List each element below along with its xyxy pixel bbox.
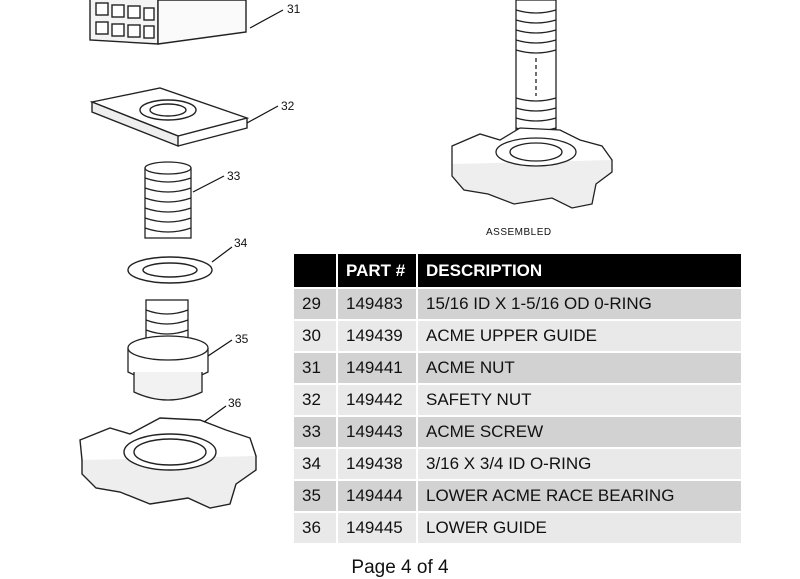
- leader-33: [192, 175, 225, 193]
- part-description: LOWER ACME RACE BEARING: [417, 479, 741, 512]
- table-row: 33 149443 ACME SCREW: [294, 415, 741, 448]
- part-number: 149438: [337, 447, 418, 480]
- part-description: ACME UPPER GUIDE: [417, 319, 741, 352]
- table-row: 36 149445 LOWER GUIDE: [294, 511, 741, 543]
- item-number: 35: [294, 479, 338, 512]
- part-number: 149441: [337, 351, 418, 384]
- table-row: 31 149441 ACME NUT: [294, 351, 741, 384]
- item-number: 33: [294, 415, 338, 448]
- callout-36: 36: [228, 396, 242, 410]
- callout-32: 32: [281, 99, 295, 113]
- part-description: ACME NUT: [417, 351, 741, 384]
- lower-guide-drawing: [79, 417, 257, 509]
- callout-34: 34: [234, 236, 248, 250]
- safety-nut-drawing: [89, 87, 250, 148]
- header-description: DESCRIPTION: [417, 254, 741, 288]
- callout-33: 33: [227, 169, 241, 183]
- assembled-caption: ASSEMBLED: [486, 227, 552, 238]
- item-number: 31: [294, 351, 338, 384]
- item-number: 32: [294, 383, 338, 416]
- race-bearing-drawing: [127, 299, 209, 401]
- header-item: [294, 254, 338, 288]
- page-number: Page 4 of 4: [351, 557, 449, 578]
- table-row: 29 149483 15/16 ID X 1-5/16 OD 0-RING: [294, 287, 741, 320]
- part-number: 149442: [337, 383, 418, 416]
- part-number: 149483: [337, 287, 418, 320]
- part-number: 149443: [337, 415, 418, 448]
- leader-36: [203, 405, 227, 423]
- parts-table-header: PART # DESCRIPTION: [294, 254, 741, 288]
- header-part-number: PART #: [337, 254, 418, 288]
- leader-31: [249, 9, 284, 29]
- part-description: SAFETY NUT: [417, 383, 741, 416]
- part-description: 3/16 X 3/4 ID O-RING: [417, 447, 741, 480]
- acme-screw-drawing: [144, 161, 192, 239]
- part-number: 149445: [337, 511, 418, 543]
- leader-35: [207, 339, 233, 357]
- item-number: 30: [294, 319, 338, 352]
- assembled-drawing: [451, 0, 613, 209]
- part-number: 149439: [337, 319, 418, 352]
- part-number: 149444: [337, 479, 418, 512]
- table-row: 32 149442 SAFETY NUT: [294, 383, 741, 416]
- parts-table: PART # DESCRIPTION 29 149483 15/16 ID X …: [294, 254, 741, 543]
- callout-31: 31: [287, 2, 301, 16]
- callout-35: 35: [235, 332, 249, 346]
- leader-32: [246, 105, 279, 124]
- item-number: 34: [294, 447, 338, 480]
- o-ring-drawing: [127, 256, 213, 284]
- part-description: LOWER GUIDE: [417, 511, 741, 543]
- part-description: 15/16 ID X 1-5/16 OD 0-RING: [417, 287, 741, 320]
- leader-34: [211, 246, 233, 263]
- item-number: 36: [294, 511, 338, 543]
- table-row: 30 149439 ACME UPPER GUIDE: [294, 319, 741, 352]
- table-row: 34 149438 3/16 X 3/4 ID O-RING: [294, 447, 741, 480]
- table-row: 35 149444 LOWER ACME RACE BEARING: [294, 479, 741, 512]
- acme-nut-drawing: [89, 0, 247, 45]
- item-number: 29: [294, 287, 338, 320]
- part-description: ACME SCREW: [417, 415, 741, 448]
